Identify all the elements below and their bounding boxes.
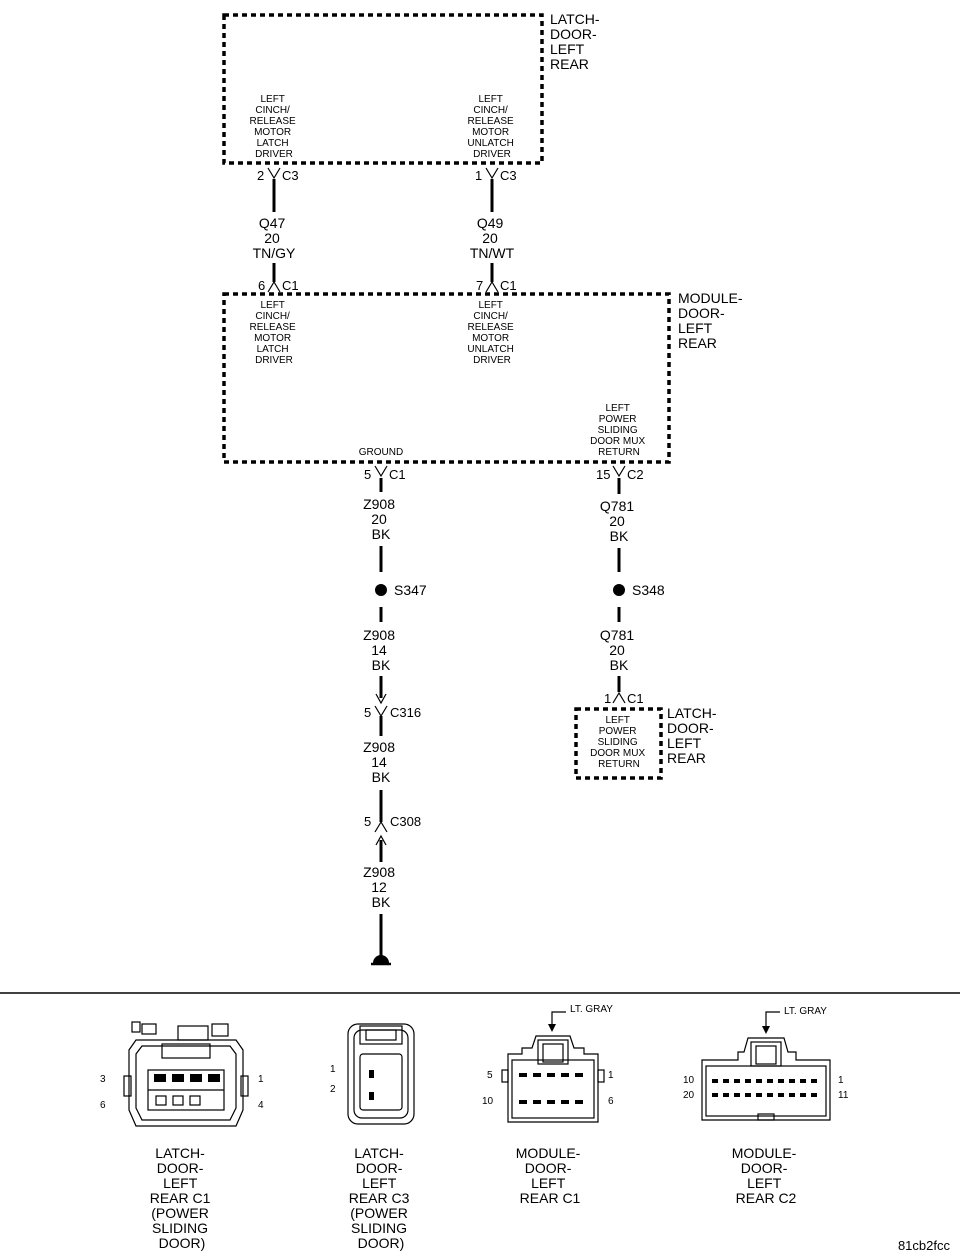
svg-text:2: 2 [257, 168, 264, 183]
conn3-pin-10: 10 [482, 1096, 494, 1107]
module-pin-label-latch-driver: LEFT CINCH/ RELEASE MOTOR LATCH DRIVER [250, 300, 299, 366]
latch-small-title: LATCH- DOOR- LEFT REAR [667, 705, 720, 766]
connector-c3-pin2: 2 C3 [257, 167, 299, 183]
wire-q47-label: Q47 20 TN/GY [253, 215, 296, 261]
conn3-pin-5: 5 [487, 1070, 493, 1081]
svg-text:C316: C316 [390, 705, 421, 720]
splice-s348-label: S348 [632, 582, 665, 598]
svg-text:C1: C1 [389, 467, 406, 482]
svg-text:15: 15 [596, 467, 610, 482]
svg-text:C1: C1 [500, 278, 517, 293]
conn3-color-label: LT. GRAY [570, 1004, 613, 1015]
latch-small-pin-label: LEFT POWER SLIDING DOOR MUX RETURN [590, 715, 648, 770]
latch-top-pin-label-latch-driver: LEFT CINCH/ RELEASE MOTOR LATCH DRIVER [250, 94, 299, 160]
connector-c308-male-arrow [375, 834, 387, 846]
module-pin-label-unlatch-driver: LEFT CINCH/ RELEASE MOTOR UNLATCH DRIVER [467, 300, 516, 366]
conn4-caption: MODULE- DOOR- LEFT REAR C2 [732, 1145, 800, 1206]
module-title: MODULE- DOOR- LEFT REAR [678, 290, 746, 351]
wire-q781-a-label: Q781 20 BK [600, 498, 638, 544]
svg-text:1: 1 [604, 691, 611, 706]
connector-c1-pin5: 5 C1 [364, 465, 406, 482]
connector-c3-pin1: 1 C3 [475, 167, 517, 183]
splice-s348-dot [613, 584, 625, 596]
conn4-pin-10: 10 [683, 1075, 695, 1086]
connector-face-latch-c3 [347, 1023, 415, 1125]
svg-text:7: 7 [476, 278, 483, 293]
splice-s347-dot [375, 584, 387, 596]
connector-c316: 5 C316 [364, 705, 421, 720]
connector-face-module-c1 [501, 1011, 605, 1123]
conn3-pin-1: 1 [608, 1070, 614, 1081]
svg-text:C3: C3 [500, 168, 517, 183]
latch-small-box [574, 707, 663, 780]
figure-id: 81cb2fcc [898, 1238, 951, 1253]
conn1-pin-6: 6 [100, 1100, 106, 1111]
latch-top-pin-label-unlatch-driver: LEFT CINCH/ RELEASE MOTOR UNLATCH DRIVER [467, 94, 516, 160]
ground-symbol [371, 955, 391, 966]
conn4-pin-20: 20 [683, 1090, 695, 1101]
connector-latch-c1-pin1: 1 C1 [604, 691, 644, 706]
conn1-pin-4: 4 [258, 1100, 264, 1111]
svg-text:C3: C3 [282, 168, 299, 183]
svg-text:C1: C1 [627, 691, 644, 706]
conn2-caption: LATCH- DOOR- LEFT REAR C3 (POWER SLIDING… [349, 1145, 414, 1251]
conn2-pin-2: 2 [330, 1084, 336, 1095]
latch-top-title: LATCH- DOOR- LEFT REAR [550, 11, 603, 72]
wire-q781-b-label: Q781 20 BK [600, 627, 638, 673]
connector-c2-pin15: 15 C2 [596, 465, 644, 482]
connector-c1-pin6: 6 C1 [258, 278, 299, 293]
svg-text:C308: C308 [390, 814, 421, 829]
connector-c1-pin7: 7 C1 [476, 278, 517, 293]
conn4-color-label: LT. GRAY [784, 1006, 827, 1017]
module-pin-label-ground: GROUND [359, 447, 403, 458]
conn2-pin-1: 1 [330, 1064, 336, 1075]
wire-z908-b-label: Z908 14 BK [363, 627, 399, 673]
module-pin-label-mux-return: LEFT POWER SLIDING DOOR MUX RETURN [590, 403, 648, 458]
svg-text:5: 5 [364, 814, 371, 829]
conn4-pin-11: 11 [838, 1090, 849, 1101]
conn3-pin-6: 6 [608, 1096, 614, 1107]
wire-z908-c-label: Z908 14 BK [363, 739, 399, 785]
conn1-pin-3: 3 [100, 1074, 106, 1085]
wire-q49-label: Q49 20 TN/WT [470, 215, 515, 261]
wire-z908-a-label: Z908 20 BK [363, 496, 399, 542]
svg-text:5: 5 [364, 705, 371, 720]
splice-s347-label: S347 [394, 582, 427, 598]
svg-text:1: 1 [475, 168, 482, 183]
connector-c316-male-arrow [375, 693, 387, 705]
conn4-pin-1: 1 [838, 1075, 844, 1086]
latch-top-box [222, 13, 544, 165]
conn1-pin-1: 1 [258, 1074, 264, 1085]
connector-face-module-c2 [701, 1011, 831, 1121]
conn3-caption: MODULE- DOOR- LEFT REAR C1 [516, 1145, 584, 1206]
connector-face-latch-c1 [123, 1021, 249, 1127]
svg-text:C2: C2 [627, 467, 644, 482]
svg-text:5: 5 [364, 467, 371, 482]
connector-c308: 5 C308 [364, 814, 421, 833]
svg-text:6: 6 [258, 278, 265, 293]
svg-text:C1: C1 [282, 278, 299, 293]
wire-z908-d-label: Z908 12 BK [363, 864, 399, 910]
conn1-caption: LATCH- DOOR- LEFT REAR C1 (POWER SLIDING… [150, 1145, 215, 1251]
